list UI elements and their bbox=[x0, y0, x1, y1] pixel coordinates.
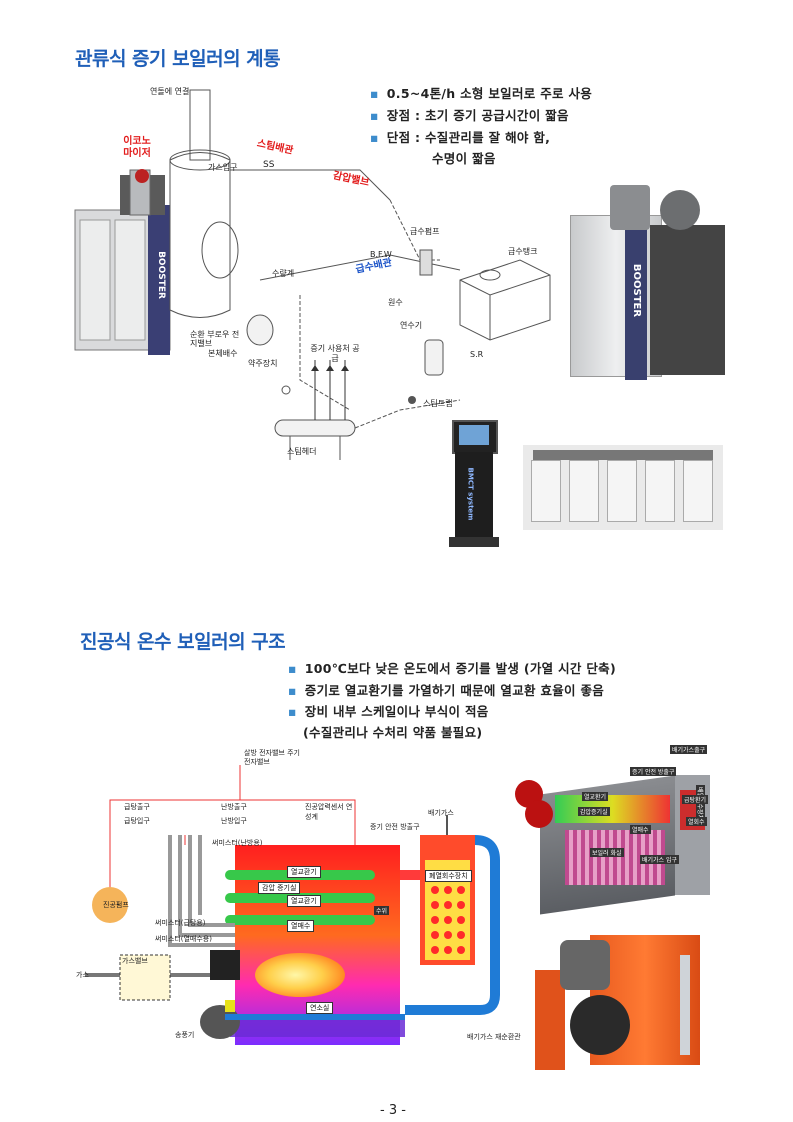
label-ss: SS bbox=[263, 160, 275, 170]
label-heat-out: 난방출구 bbox=[221, 803, 247, 811]
section2-bullet-3: ▪장비 내부 스케일이나 부식이 적음 bbox=[288, 704, 489, 719]
label-thermistor-heat: 써미스터(난방용) bbox=[212, 839, 263, 847]
orange-boiler-photo bbox=[530, 925, 710, 1075]
label-cut-chamber: 보일러 화실 bbox=[590, 848, 624, 857]
label-safety: 증기 안전 방출구 bbox=[370, 823, 420, 831]
label-cut-medium: 열매수 bbox=[630, 825, 651, 834]
label-chimney: 연돌에 연결 bbox=[150, 87, 190, 96]
label-heat-in: 난방입구 bbox=[221, 817, 247, 825]
label-gas-inlet: 가스입구 bbox=[208, 163, 238, 172]
svg-text:BOOSTER: BOOSTER bbox=[156, 251, 166, 299]
label-bfw: B.F.W bbox=[370, 250, 392, 259]
label-gas: 가스 bbox=[76, 971, 89, 979]
label-hx1: 열교환기 bbox=[287, 866, 321, 878]
section2-bullet-2: ▪증기로 열교환기를 가열하기 때문에 열교환 효율이 좋음 bbox=[288, 683, 605, 698]
boiler-photo: BOOSTER bbox=[570, 185, 725, 380]
section1-bullet-2: ▪장점 : 초기 증기 공급시간이 짧음 bbox=[370, 108, 569, 123]
label-raw-water: 원수 bbox=[388, 298, 403, 307]
label-cut-gas: 배기가스 입구 bbox=[640, 855, 680, 864]
kiosk-label: BMCT system bbox=[466, 467, 475, 521]
label-hx2: 열교환기 bbox=[287, 895, 321, 907]
label-recovery: 폐열회수장치 bbox=[425, 870, 472, 882]
boiler-brand-label: BOOSTER bbox=[631, 263, 643, 318]
label-cut-hx: 열교환기 bbox=[582, 792, 609, 801]
steam-system-schematic: BOOSTER bbox=[74, 89, 551, 460]
label-economizer: 이코노 마이저 bbox=[123, 136, 151, 159]
section2-title: 진공식 온수 보일러의 구조 bbox=[80, 631, 286, 653]
label-level: 수위 bbox=[374, 906, 390, 915]
label-sensor: 진공압력센서 연성계 bbox=[305, 803, 353, 821]
bmct-kiosk: BMCT system bbox=[447, 420, 502, 550]
label-heat-medium: 열매수 bbox=[287, 920, 315, 932]
label-water-meter: 수량계 bbox=[272, 269, 295, 278]
section1-title: 관류식 증기 보일러의 계통 bbox=[75, 48, 281, 70]
label-th-hot: 써미스터(급탕용) bbox=[155, 919, 206, 927]
label-drain: 본체배수 bbox=[208, 349, 238, 358]
label-exhaust-pipe: 배기가스 재순환관 bbox=[467, 1033, 521, 1041]
section1-bullet-3-cont: 수명이 짧음 bbox=[432, 151, 496, 166]
label-valves: 살방 전자밸브 주기 전자밸브 bbox=[244, 749, 300, 766]
label-cut-hx3: 열회수 bbox=[686, 817, 707, 826]
label-vacuum-room: 감압 증기실 bbox=[258, 882, 301, 894]
label-blower: 송풍기 bbox=[175, 1031, 195, 1039]
label-th-medium: 써미스터(열매수용) bbox=[155, 935, 212, 943]
label-exhaust: 배기가스 bbox=[428, 809, 454, 817]
section2-bullet-3-cont: (수질관리나 수처리 약품 불필요) bbox=[303, 725, 483, 740]
label-chem: 약주장치 bbox=[248, 359, 278, 368]
label-gas-valve: 가스밸브 bbox=[122, 957, 148, 965]
label-blow-valve: 순환 부로우 전지밸브 bbox=[190, 330, 240, 348]
section2-bullet-1: ▪100℃보다 낮은 온도에서 증기를 발생 (가열 시간 단축) bbox=[288, 661, 616, 676]
label-feed-tank: 급수탱크 bbox=[508, 247, 538, 256]
label-combustion: 연소실 bbox=[306, 1002, 334, 1014]
label-pump: 진공펌프 bbox=[103, 901, 129, 909]
vacuum-boiler-cutaway: 배기가스출구 증기 안전 방출구 열교환기 감압증기실 열매수 보일러 화실 배… bbox=[510, 745, 720, 915]
section1-bullet-1: ▪0.5~4톤/h 소형 보일러로 주로 사용 bbox=[370, 86, 593, 101]
label-hot-out: 급탕출구 bbox=[124, 803, 150, 811]
label-sr: S.R bbox=[470, 350, 484, 359]
label-header: 스팀헤더 bbox=[287, 447, 317, 456]
label-feed-pump: 급수펌프 bbox=[410, 227, 440, 236]
label-cut-room: 감압증기실 bbox=[578, 807, 610, 816]
label-hot-in: 급탕입구 bbox=[124, 817, 150, 825]
section1-bullet-3: ▪단점 : 수질관리를 잘 해야 함, bbox=[370, 130, 551, 145]
label-cut-exhaust: 배기가스출구 bbox=[670, 745, 708, 754]
label-steam-supply: 증기 사용처 공급 bbox=[310, 344, 360, 363]
label-softener: 연수기 bbox=[400, 321, 423, 330]
page-number: - 3 - bbox=[380, 1103, 406, 1118]
label-steam-trap: 스팀트랩 bbox=[423, 399, 453, 408]
label-cut-hx2: 급탕환기 bbox=[682, 795, 709, 804]
multi-boiler-photo bbox=[523, 445, 723, 530]
label-cut-safety: 증기 안전 방출구 bbox=[630, 767, 677, 776]
